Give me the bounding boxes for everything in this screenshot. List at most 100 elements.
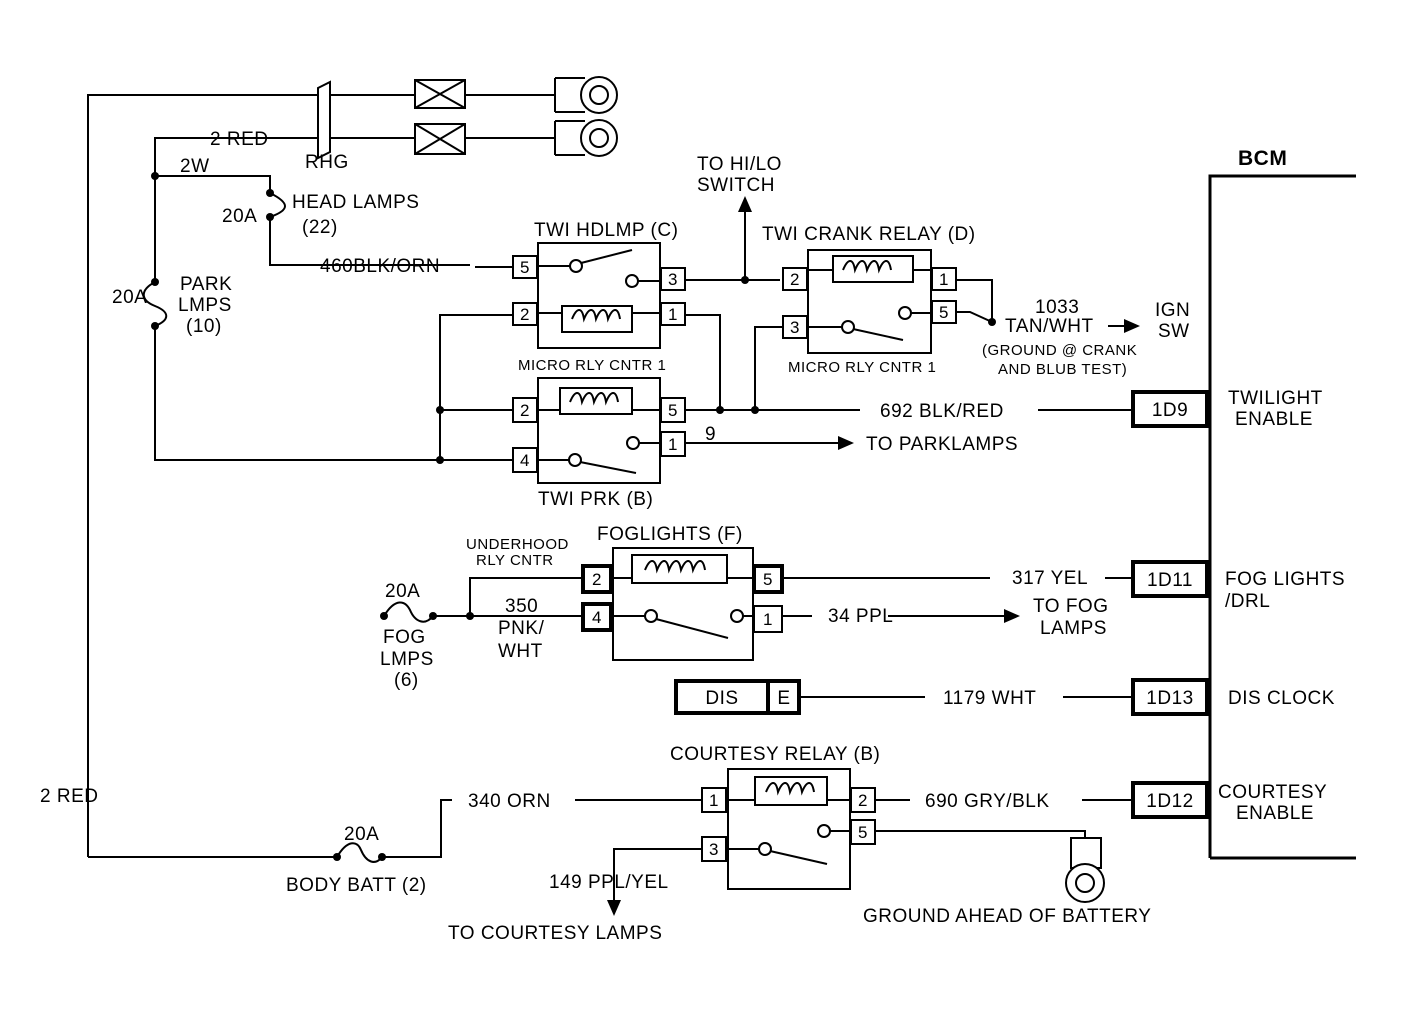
svg-text:FOGLIGHTS (F): FOGLIGHTS (F)	[597, 524, 743, 545]
svg-text:4: 4	[520, 451, 530, 470]
svg-text:1D13: 1D13	[1146, 688, 1193, 709]
svg-text:1: 1	[668, 305, 678, 324]
svg-text:1: 1	[709, 791, 719, 810]
svg-text:3: 3	[668, 270, 678, 289]
headlamp-bulb-lower-icon	[554, 119, 618, 157]
wire-317: 317 YEL	[1012, 568, 1088, 589]
wire-2w: 2W	[180, 156, 210, 177]
headlamp-section: RHG 2 RED	[87, 76, 618, 857]
dis-connector: DIS E	[674, 679, 801, 715]
svg-text:5: 5	[858, 823, 868, 842]
svg-text:DIS: DIS	[705, 688, 738, 709]
svg-text:HEAD LAMPS: HEAD LAMPS	[292, 192, 419, 213]
svg-text:LMPS: LMPS	[178, 295, 232, 316]
wire-690: 690 GRY/BLK	[925, 791, 1050, 812]
ground-icon	[875, 830, 1105, 903]
svg-text:TO FOG: TO FOG	[1033, 596, 1108, 617]
wire-1033: 1033	[1035, 297, 1079, 318]
svg-text:BCM: BCM	[1238, 147, 1287, 170]
svg-text:PNK/: PNK/	[498, 618, 545, 639]
wire-692: 692 BLK/RED	[880, 401, 1004, 422]
svg-text:5: 5	[763, 570, 773, 589]
svg-text:TO HI/LO: TO HI/LO	[697, 154, 782, 175]
wire-34: 34 PPL	[828, 606, 893, 627]
svg-text:1: 1	[763, 610, 773, 629]
headlamp-fuse: 2W 20A HEAD LAMPS (22)	[151, 156, 470, 266]
svg-text:20A: 20A	[344, 824, 379, 845]
svg-text:2: 2	[858, 791, 868, 810]
svg-text:/DRL: /DRL	[1225, 591, 1270, 612]
svg-text:1: 1	[939, 270, 949, 289]
rhg-connector	[317, 80, 331, 160]
wire-460-label: 460BLK/ORN	[320, 256, 440, 277]
svg-text:ENABLE: ENABLE	[1236, 803, 1314, 824]
svg-text:1D12: 1D12	[1146, 791, 1193, 812]
svg-text:MICRO RLY CNTR 1: MICRO RLY CNTR 1	[518, 357, 666, 374]
foglights-relay: FOGLIGHTS (F) 2 5 4 1	[581, 524, 784, 661]
svg-text:5: 5	[939, 303, 949, 322]
bcm-module: BCM 1D9 TWILIGHT ENABLE 1D11 FOG LIGHTS …	[1131, 147, 1356, 860]
svg-text:TWI PRK (B): TWI PRK (B)	[538, 489, 653, 510]
svg-text:COURTESY RELAY (B): COURTESY RELAY (B)	[670, 744, 880, 765]
twi-prk-relay: 2 5 4 1 TWI PRK (B)	[512, 377, 686, 510]
wire-2-red-top: 2 RED	[210, 129, 268, 150]
park-lamps-fuse: 20A PARK LMPS (10)	[112, 176, 515, 461]
svg-text:AND BLUB TEST): AND BLUB TEST)	[998, 361, 1127, 378]
svg-text:2: 2	[520, 401, 530, 420]
svg-text:RLY CNTR: RLY CNTR	[476, 552, 554, 569]
svg-text:149 PPL/YEL: 149 PPL/YEL	[549, 872, 669, 893]
svg-text:LMPS: LMPS	[380, 649, 434, 670]
headlamp-connector-lower	[414, 123, 466, 155]
svg-text:(22): (22)	[302, 217, 338, 238]
svg-text:2: 2	[592, 570, 602, 589]
svg-text:350: 350	[505, 596, 538, 617]
svg-text:1D9: 1D9	[1152, 400, 1188, 421]
svg-text:2: 2	[790, 270, 800, 289]
svg-text:IGN: IGN	[1155, 300, 1190, 321]
svg-text:3: 3	[709, 840, 719, 859]
svg-text:9: 9	[705, 424, 716, 445]
wire-1179: 1179 WHT	[943, 688, 1036, 709]
twi-crank-relay: TWI CRANK RELAY (D) 2 1 5 3 MICRO RLY CN…	[762, 224, 976, 376]
svg-text:FOG: FOG	[383, 627, 426, 648]
svg-text:(10): (10)	[186, 316, 222, 337]
wire-340: 340 ORN	[468, 791, 551, 812]
svg-text:PARK: PARK	[180, 274, 232, 295]
svg-text:DIS CLOCK: DIS CLOCK	[1228, 688, 1335, 709]
svg-text:GROUND AHEAD OF BATTERY: GROUND AHEAD OF BATTERY	[863, 906, 1151, 927]
svg-text:1: 1	[668, 435, 678, 454]
headlamp-bulb-upper-icon	[554, 76, 618, 114]
svg-text:1D11: 1D11	[1147, 570, 1193, 591]
svg-text:UNDERHOOD: UNDERHOOD	[466, 536, 569, 553]
fog-fuse: 20A FOG LMPS (6)	[380, 577, 583, 691]
svg-text:E: E	[777, 688, 790, 709]
svg-text:(GROUND @ CRANK: (GROUND @ CRANK	[982, 342, 1137, 359]
svg-text:5: 5	[520, 258, 530, 277]
rhg-label: RHG	[305, 152, 349, 173]
svg-text:TO COURTESY LAMPS: TO COURTESY LAMPS	[448, 923, 662, 944]
wire-2-red-left: 2 RED	[40, 786, 98, 807]
headlamp-connector-upper	[414, 79, 466, 109]
body-batt-fuse: 20A BODY BATT (2)	[88, 799, 452, 896]
svg-text:BODY BATT (2): BODY BATT (2)	[286, 875, 427, 896]
svg-text:WHT: WHT	[498, 641, 543, 662]
svg-text:20A: 20A	[385, 581, 420, 602]
svg-text:COURTESY: COURTESY	[1218, 782, 1327, 803]
to-hilo-switch: TO HI/LO SWITCH	[685, 154, 782, 284]
svg-text:MICRO RLY CNTR 1: MICRO RLY CNTR 1	[788, 359, 936, 376]
svg-text:FOG LIGHTS: FOG LIGHTS	[1225, 569, 1345, 590]
svg-text:TWI HDLMP (C): TWI HDLMP (C)	[534, 220, 678, 241]
svg-text:(6): (6)	[394, 670, 419, 691]
svg-text:20A: 20A	[112, 287, 147, 308]
svg-text:3: 3	[790, 318, 800, 337]
svg-text:2: 2	[520, 305, 530, 324]
svg-text:TWI CRANK RELAY (D): TWI CRANK RELAY (D)	[762, 224, 976, 245]
svg-text:20A: 20A	[222, 206, 257, 227]
svg-text:TO PARKLAMPS: TO PARKLAMPS	[866, 434, 1018, 455]
svg-text:5: 5	[668, 401, 678, 420]
svg-text:SW: SW	[1158, 321, 1190, 342]
twi-hdlmp-relay: TWI HDLMP (C) 5 3 2 1 MICRO RLY CNTR 1	[512, 220, 686, 374]
svg-text:SWITCH: SWITCH	[697, 175, 775, 196]
svg-text:4: 4	[592, 608, 602, 627]
